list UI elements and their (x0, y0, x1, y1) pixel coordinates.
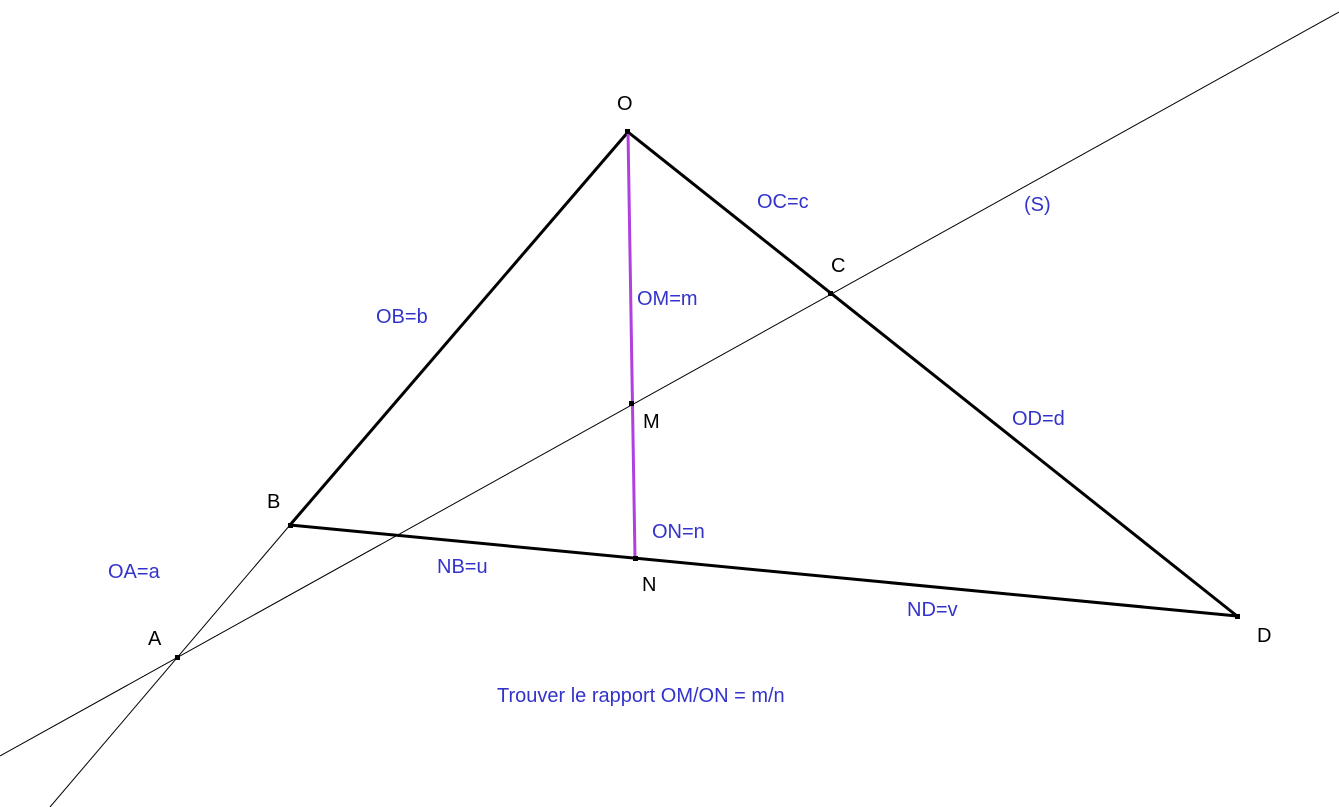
point-c-marker (828, 291, 833, 296)
point-d-marker (1235, 614, 1240, 619)
segment-on (626, 131, 637, 559)
label-ob: OB=b (376, 306, 428, 328)
task-statement: Trouver le rapport OM/ON = m/n (497, 685, 785, 707)
point-o-label: O (617, 93, 633, 115)
point-n-label: N (642, 574, 656, 596)
segment-ob (288, 131, 630, 526)
point-o-marker (625, 129, 630, 134)
point-n-marker (633, 556, 638, 561)
point-a-marker (175, 655, 180, 660)
label-line-s: (S) (1024, 194, 1051, 216)
label-on: ON=n (652, 521, 705, 543)
point-b-label: B (267, 491, 280, 513)
label-od: OD=d (1012, 408, 1065, 430)
label-oc: OC=c (757, 191, 809, 213)
label-nd: ND=v (907, 599, 958, 621)
line-ab (49, 524, 291, 807)
point-a-label: A (148, 628, 162, 650)
point-m-marker (629, 401, 634, 406)
point-c-label: C (831, 255, 845, 277)
label-nb: NB=u (437, 556, 488, 578)
segment-bd (289, 523, 1238, 618)
point-b-marker (288, 523, 293, 528)
segment-od (627, 130, 1238, 618)
point-d-label: D (1257, 625, 1271, 647)
point-m-label: M (643, 411, 660, 433)
label-oa: OA=a (108, 561, 161, 583)
line-s (0, 11, 1339, 757)
label-om: OM=m (637, 288, 698, 310)
